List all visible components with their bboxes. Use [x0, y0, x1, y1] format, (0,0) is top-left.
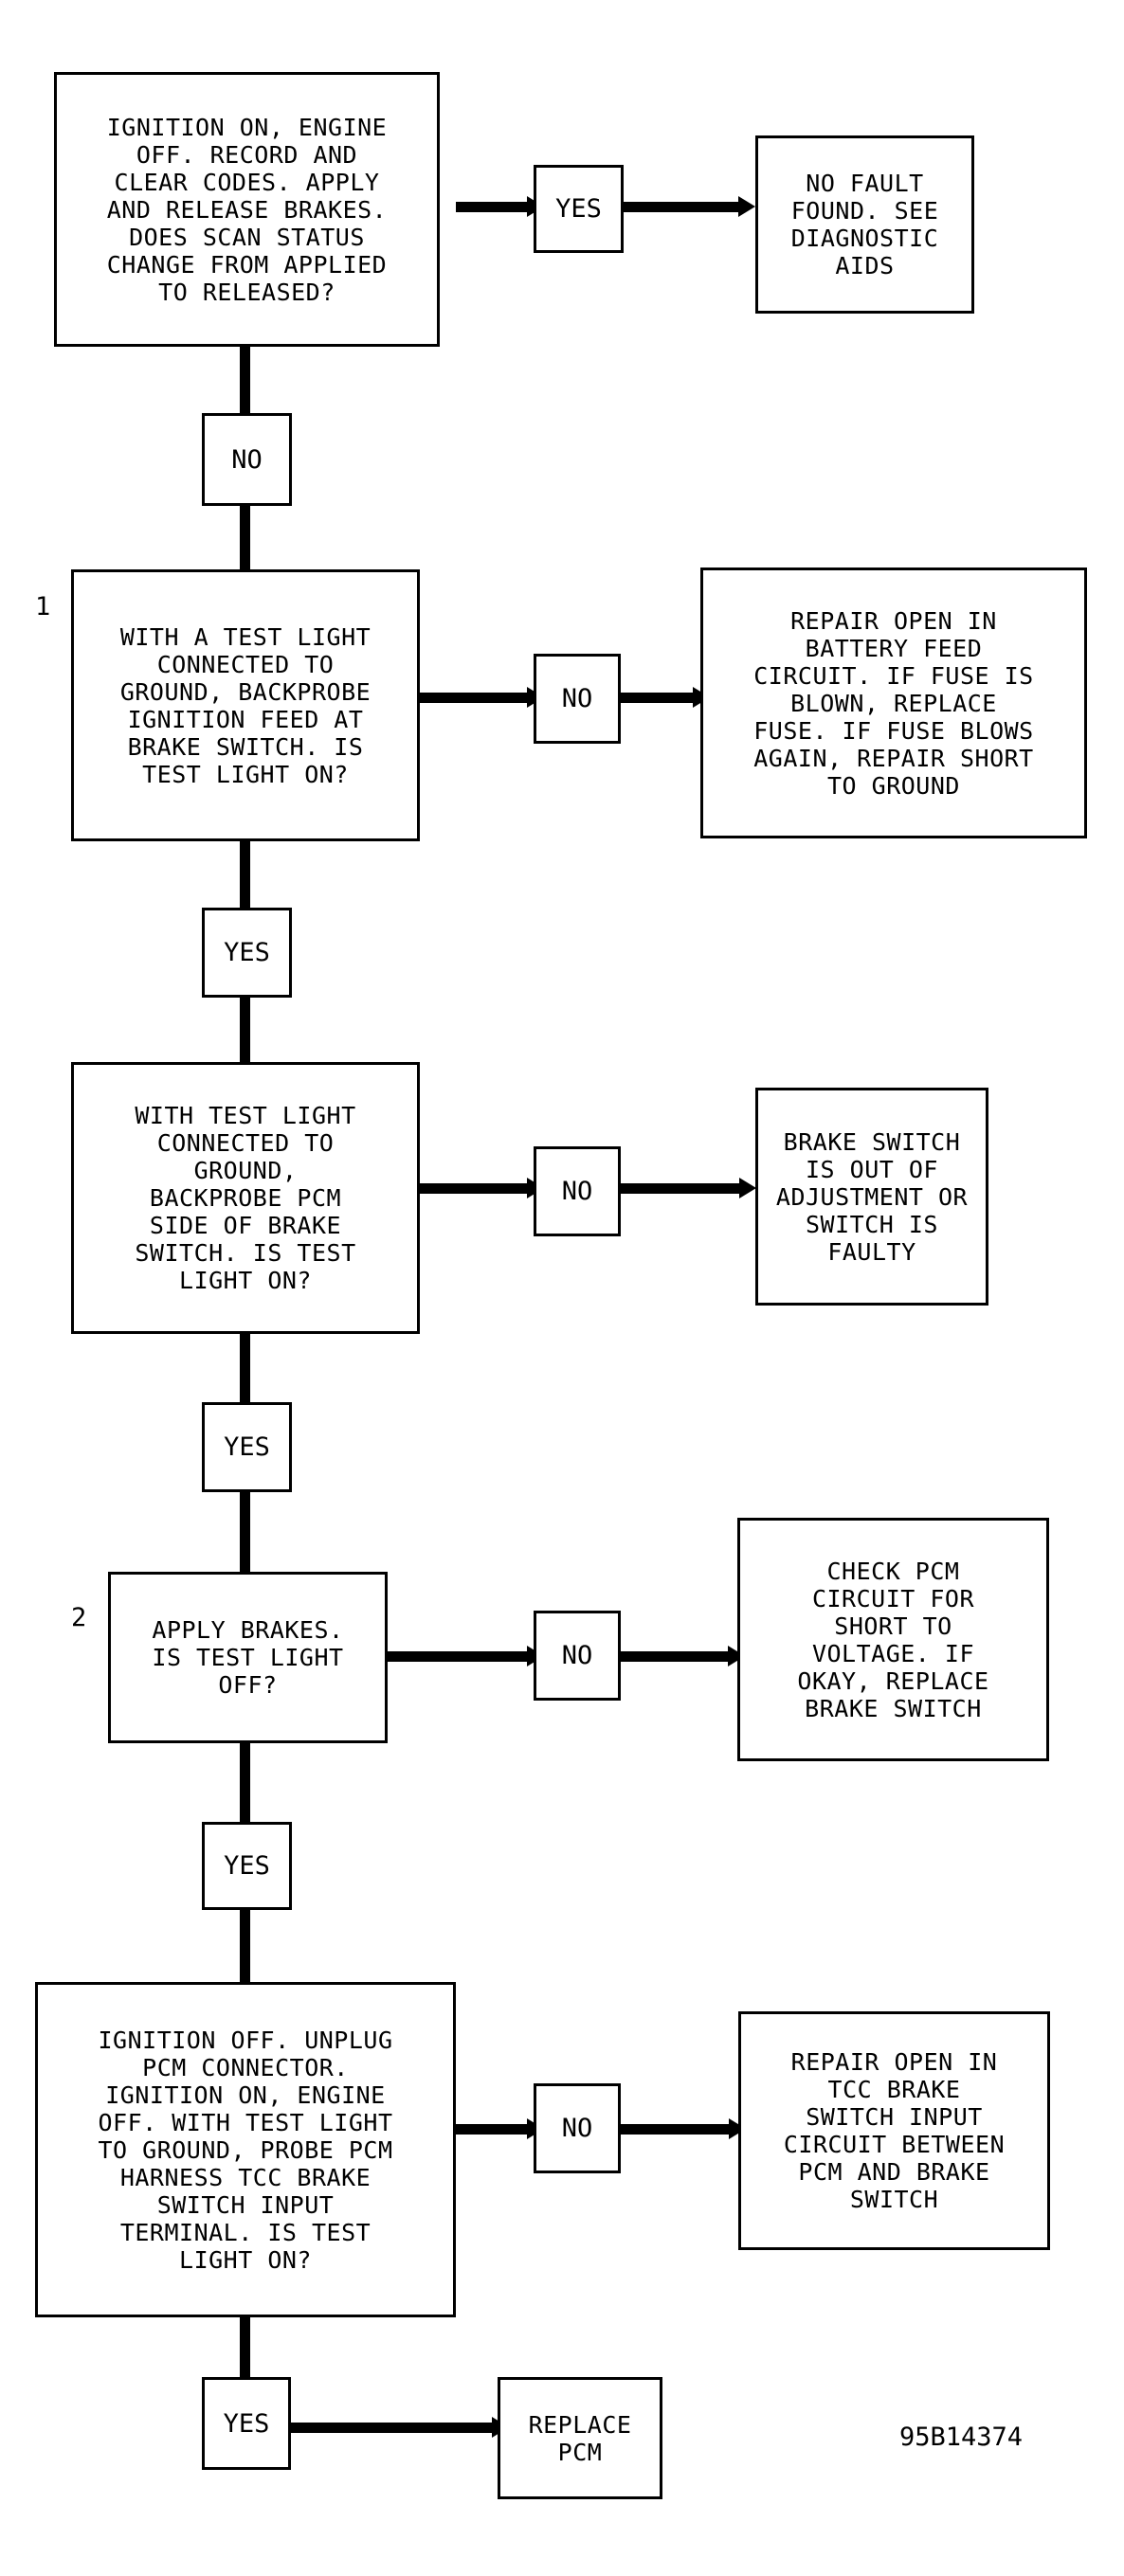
step-number: 1 [35, 592, 51, 621]
branch-label-yes: YES [202, 908, 292, 998]
connector-line [240, 347, 250, 413]
connector-line [240, 1910, 250, 1982]
outcome-box: CHECK PCM CIRCUIT FOR SHORT TO VOLTAGE. … [737, 1518, 1049, 1761]
decision-text: WITH TEST LIGHT CONNECTED TO GROUND, BAC… [135, 1102, 356, 1294]
decision-box: WITH TEST LIGHT CONNECTED TO GROUND, BAC… [71, 1062, 420, 1334]
figure-id: 95B14374 [899, 2423, 1024, 2452]
connector-line [240, 506, 250, 569]
branch-label-no: NO [534, 654, 621, 744]
connector-line [621, 1651, 732, 1662]
decision-text: IGNITION ON, ENGINE OFF. RECORD AND CLEA… [106, 113, 388, 306]
connector-line [624, 202, 742, 212]
final-outcome-box: REPLACE PCM [498, 2377, 662, 2499]
outcome-text: REPAIR OPEN IN TCC BRAKE SWITCH INPUT CI… [783, 2048, 1006, 2213]
outcome-box: BRAKE SWITCH IS OUT OF ADJUSTMENT OR SWI… [755, 1088, 988, 1306]
arrow-head-icon [739, 1178, 756, 1198]
outcome-text: REPAIR OPEN IN BATTERY FEED CIRCUIT. IF … [753, 606, 1034, 800]
branch-label-yes: YES [202, 2377, 291, 2470]
decision-box: IGNITION OFF. UNPLUG PCM CONNECTOR. IGNI… [35, 1982, 456, 2317]
outcome-text: CHECK PCM CIRCUIT FOR SHORT TO VOLTAGE. … [797, 1557, 989, 1722]
connector-line [240, 2317, 250, 2377]
branch-label-no: NO [202, 413, 292, 506]
connector-line [456, 2124, 532, 2135]
outcome-box: REPAIR OPEN IN BATTERY FEED CIRCUIT. IF … [700, 567, 1087, 838]
connector-line [240, 1743, 250, 1822]
connector-line [240, 1334, 250, 1402]
branch-label-no: NO [534, 1611, 621, 1701]
final-outcome-text: REPLACE PCM [528, 2410, 632, 2466]
connector-line [621, 693, 697, 703]
branch-label-yes: YES [202, 1402, 292, 1492]
branch-label-yes: YES [534, 165, 624, 253]
branch-label-no: NO [534, 1146, 621, 1236]
outcome-text: NO FAULT FOUND. SEE DIAGNOSTIC AIDS [790, 170, 939, 279]
connector-line [621, 2124, 733, 2135]
decision-text: APPLY BRAKES. IS TEST LIGHT OFF? [152, 1616, 344, 1699]
connector-line [240, 1492, 250, 1572]
connector-line [240, 841, 250, 908]
connector-line [621, 1183, 743, 1194]
decision-text: WITH A TEST LIGHT CONNECTED TO GROUND, B… [119, 622, 372, 788]
decision-box: WITH A TEST LIGHT CONNECTED TO GROUND, B… [71, 569, 420, 841]
decision-text: IGNITION OFF. UNPLUG PCM CONNECTOR. IGNI… [98, 2026, 393, 2274]
branch-label-yes: YES [202, 1822, 292, 1910]
connector-line [420, 693, 531, 703]
connector-line [456, 202, 532, 212]
outcome-text: BRAKE SWITCH IS OUT OF ADJUSTMENT OR SWI… [775, 1127, 969, 1266]
connector-line [420, 1183, 531, 1194]
decision-box: IGNITION ON, ENGINE OFF. RECORD AND CLEA… [54, 72, 440, 347]
connector-line [388, 1651, 531, 1662]
connector-line [240, 998, 250, 1062]
decision-box: APPLY BRAKES. IS TEST LIGHT OFF? [108, 1572, 388, 1743]
outcome-box: NO FAULT FOUND. SEE DIAGNOSTIC AIDS [755, 135, 974, 314]
step-number: 2 [71, 1603, 87, 1632]
arrow-head-icon [738, 196, 755, 217]
connector-line [291, 2423, 496, 2433]
outcome-box: REPAIR OPEN IN TCC BRAKE SWITCH INPUT CI… [738, 2011, 1050, 2250]
branch-label-no: NO [534, 2083, 621, 2173]
